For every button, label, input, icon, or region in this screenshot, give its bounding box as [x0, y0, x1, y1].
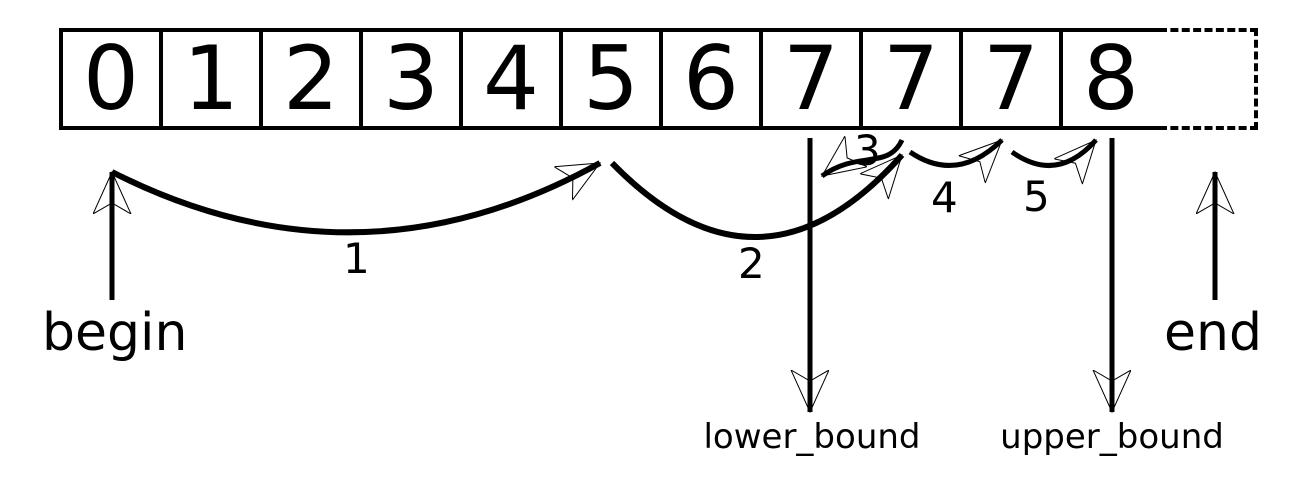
step-1-label: 1 [343, 234, 370, 283]
array-cell: 4 [459, 28, 563, 130]
lower-bound-label: lower_bound [703, 417, 921, 457]
array-cell: 7 [859, 28, 963, 130]
array-cell: 1 [159, 28, 263, 130]
array-cell: 7 [959, 28, 1063, 130]
step-1-arc-arrow [110, 160, 602, 236]
step-4-label: 4 [931, 173, 958, 222]
array-cell: 3 [359, 28, 463, 130]
array: 0 1 2 3 4 5 6 7 7 7 8 [59, 28, 1258, 130]
step-5-label: 5 [1023, 172, 1050, 221]
step-4-arc-arrow [908, 138, 1004, 165]
array-cell: 5 [559, 28, 663, 130]
array-cell: 2 [259, 28, 363, 130]
step-3-label: 3 [854, 126, 881, 175]
end-label: end [1164, 303, 1262, 363]
past-the-end-cell [1159, 28, 1258, 130]
array-cell: 8 [1059, 28, 1163, 130]
array-cell: 7 [759, 28, 863, 130]
step-2-label: 2 [738, 239, 765, 288]
step-5-arc-arrow [1010, 138, 1098, 165]
array-cell: 6 [659, 28, 763, 130]
array-cell: 0 [59, 28, 163, 130]
upper-bound-label: upper_bound [1000, 417, 1224, 457]
begin-label: begin [42, 303, 188, 363]
